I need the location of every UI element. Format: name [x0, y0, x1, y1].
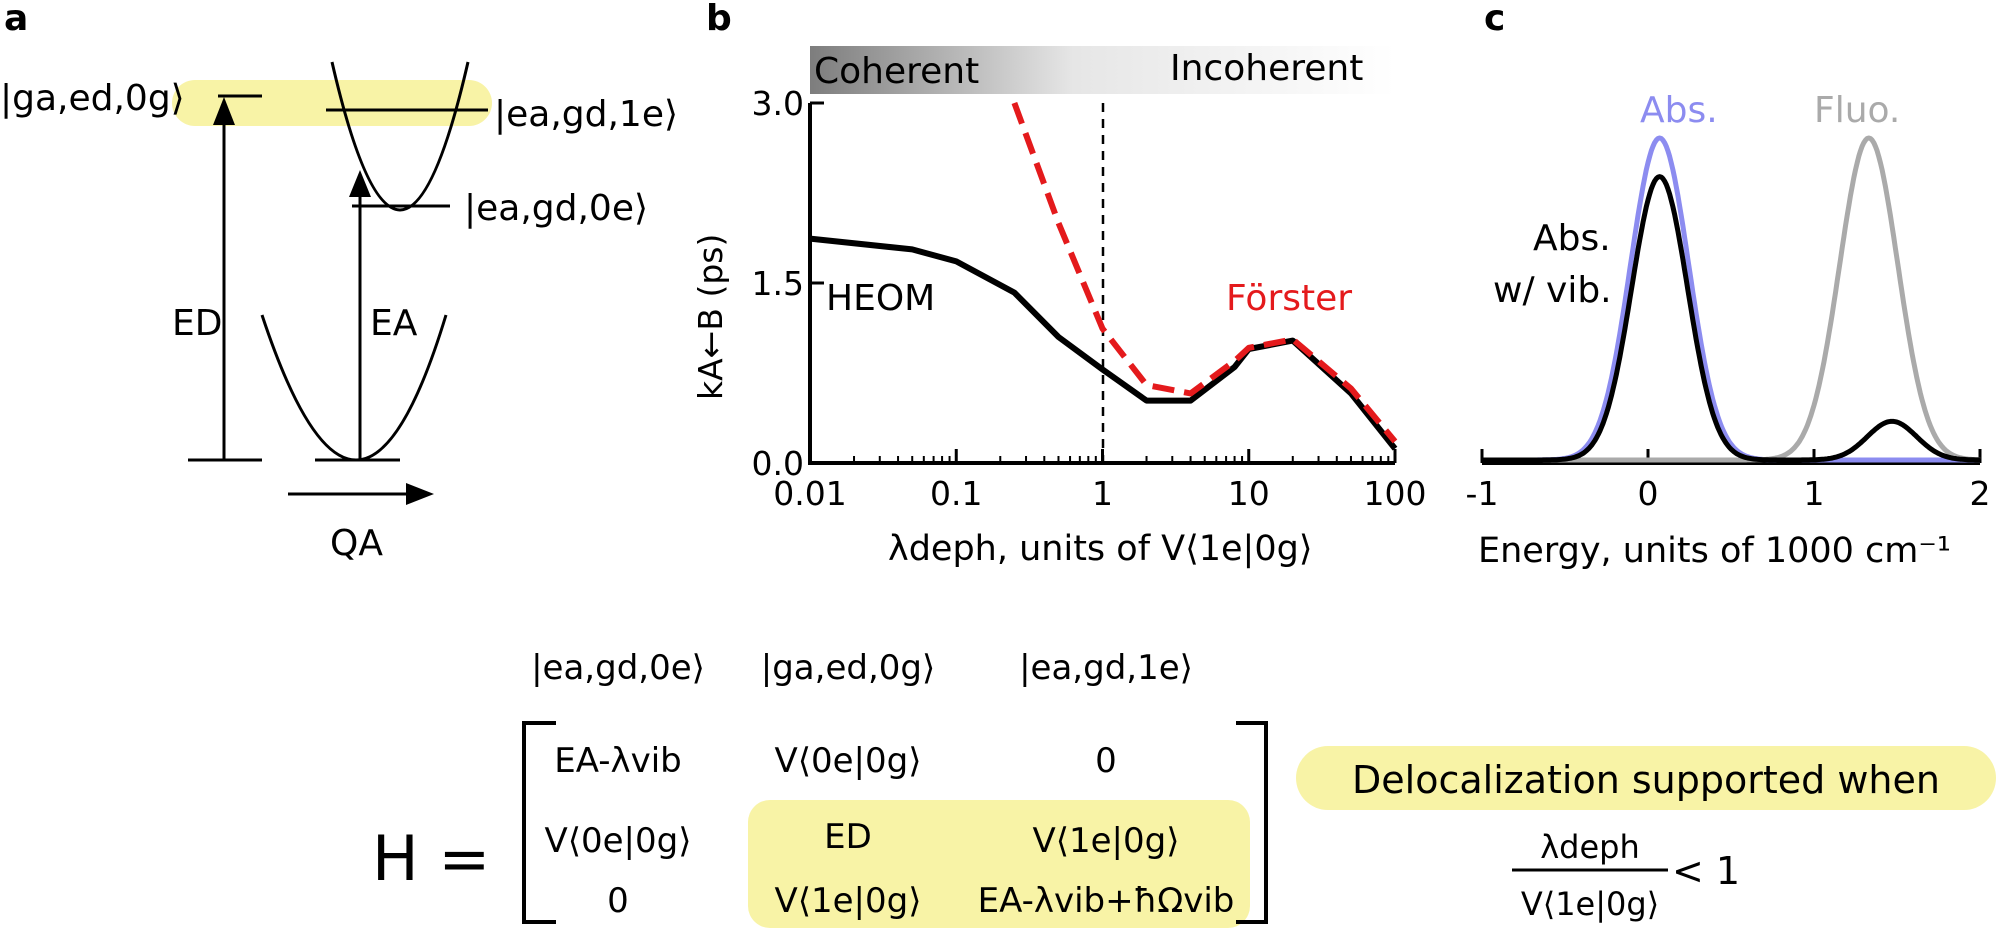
- b-x-tick-label: 0.1: [930, 474, 982, 513]
- inequality: < 1: [1672, 849, 1740, 893]
- series-label-forster: Förster: [1226, 278, 1352, 319]
- ket-acceptor-vib0: |ea,gd,0e⟩: [464, 188, 648, 229]
- col-header-2: |ga,ed,0g⟩: [761, 648, 935, 688]
- coherence-gradient-bar: [810, 46, 1395, 94]
- highlight-band-a: [172, 80, 492, 126]
- fraction-numerator: λdeph: [1540, 828, 1640, 866]
- arrowhead-icon: [406, 483, 434, 505]
- c-x-tick-label: 0: [1638, 474, 1659, 513]
- arrowhead-icon: [213, 97, 235, 125]
- label-qa: QA: [330, 523, 383, 564]
- b-y-axis-label: kA←B (ps): [691, 234, 730, 400]
- matrix-highlight: [748, 800, 1250, 928]
- cell-r2-c1: V⟨0e|0g⟩: [544, 821, 691, 861]
- excited-parabola: [330, 61, 470, 212]
- panel-label-b: b: [706, 0, 732, 39]
- band-label-incoherent: Incoherent: [1170, 48, 1363, 89]
- note-highlight: [1296, 746, 1996, 810]
- cell-r3-c1: 0: [607, 881, 629, 921]
- series-label-heom: HEOM: [826, 278, 935, 319]
- b-x-tick-label: 100: [1364, 474, 1427, 513]
- b-y-tick-label: 3.0: [752, 84, 804, 123]
- ket-acceptor-vib1: |ea,gd,1e⟩: [494, 94, 678, 135]
- ket-ground-donor: |ga,ed,0g⟩: [0, 78, 185, 119]
- fraction-denominator: V⟨1e|0g⟩: [1521, 885, 1659, 923]
- label-abs-vib-1: Abs.: [1533, 218, 1611, 259]
- cell-r2-c3: V⟨1e|0g⟩: [1032, 821, 1179, 861]
- band-label-coherent: Coherent: [814, 51, 979, 92]
- matrix-left-bracket: [522, 721, 556, 924]
- b-x-tick-label: 0.01: [773, 474, 846, 513]
- label-fluo: Fluo.: [1814, 90, 1900, 131]
- cell-r1-c2: V⟨0e|0g⟩: [774, 741, 921, 781]
- cell-r3-c2: V⟨1e|0g⟩: [774, 881, 921, 921]
- arrowhead-icon: [349, 170, 371, 197]
- b-x-tick-label: 1: [1092, 474, 1113, 513]
- c-x-tick-label: -1: [1466, 474, 1499, 513]
- b-x-axis-label: λdeph, units of V⟨1e|0g⟩: [888, 529, 1312, 569]
- heom-line: [809, 235, 1398, 451]
- label-ea: EA: [370, 303, 418, 344]
- b-axis-ticks: 0.01 0.1 1 10 100 0.0 1.5 3.0: [752, 84, 1427, 513]
- hamiltonian-lhs: H =: [372, 822, 490, 895]
- panel-label-a: a: [4, 0, 28, 39]
- c-x-tick-label: 2: [1970, 474, 1991, 513]
- label-abs: Abs.: [1640, 90, 1718, 131]
- ground-parabola: [260, 314, 448, 462]
- abs-vib-curve: [1481, 174, 1981, 463]
- col-header-3: |ea,gd,1e⟩: [1019, 648, 1193, 688]
- b-y-tick-label: 1.5: [752, 264, 804, 303]
- matrix-right-bracket: [1236, 721, 1268, 924]
- delocalization-note: Delocalization supported when: [1352, 758, 1940, 802]
- forster-line: [1011, 101, 1398, 444]
- c-x-tick-label: 1: [1804, 474, 1825, 513]
- c-x-axis-label: Energy, units of 1000 cm⁻¹: [1478, 531, 1951, 571]
- b-x-tick-label: 10: [1228, 474, 1270, 513]
- cell-r3-c3: EA-λvib+ħΩvib: [978, 881, 1235, 921]
- cell-r2-c2: ED: [824, 817, 872, 857]
- col-header-1: |ea,gd,0e⟩: [531, 648, 705, 688]
- panel-label-c: c: [1484, 0, 1505, 39]
- label-ed: ED: [172, 303, 222, 344]
- cell-r1-c1: EA-λvib: [554, 741, 682, 781]
- b-y-tick-label: 0.0: [752, 444, 804, 483]
- label-abs-vib-2: w/ vib.: [1493, 270, 1612, 311]
- b-series-group: [809, 101, 1398, 451]
- c-series-group: [1481, 135, 1981, 463]
- cell-r1-c3: 0: [1095, 741, 1117, 781]
